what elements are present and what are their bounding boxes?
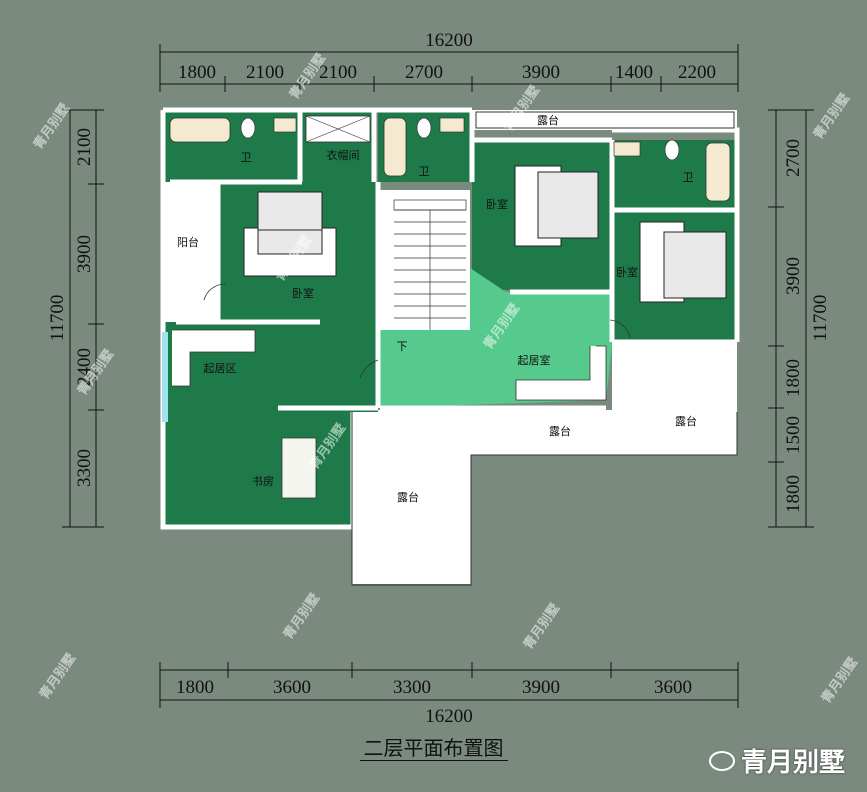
terrace-borders: [351, 111, 738, 586]
label-balcony: 阳台: [177, 235, 199, 249]
left-dim-3: 2400: [74, 348, 95, 386]
left-dim-2: 3900: [74, 235, 95, 273]
bathtub-1: [169, 117, 231, 143]
watermark-10: 青月别墅: [520, 601, 563, 653]
label-closet: 衣帽间: [327, 148, 360, 162]
right-dim-2: 3900: [783, 257, 804, 295]
label-bedroom-2: 卧室: [486, 197, 508, 211]
bottom-dim-2: 3600: [273, 677, 311, 698]
sofa-right: [515, 345, 607, 401]
bottom-dimensions: [159, 662, 739, 708]
door-arc-3: [609, 319, 631, 339]
watermark-9: 青月别墅: [280, 591, 323, 643]
left-total-dim: 11700: [47, 295, 68, 342]
label-terrace-middle: 露台: [549, 424, 571, 438]
bottom-dim-4: 3900: [522, 677, 560, 698]
left-dim-1: 2100: [74, 128, 95, 166]
top-dim-7: 2200: [678, 62, 716, 83]
label-lounge-area: 起居区: [204, 362, 237, 375]
right-dim-1: 2700: [783, 139, 804, 177]
label-bedroom-1: 卧室: [292, 286, 314, 300]
bottom-dim-5: 3600: [654, 677, 692, 698]
watermark-11: 青月别墅: [36, 651, 79, 703]
right-total-dim: 11700: [810, 295, 831, 342]
watermark-1: 青月别墅: [30, 101, 73, 153]
cutout-bg: [471, 455, 738, 585]
brand-name: 青月别墅: [740, 748, 845, 778]
sink-1: [273, 117, 297, 133]
label-terrace-top: 露台: [537, 113, 559, 127]
stair: [380, 190, 470, 330]
bed-2: [537, 171, 599, 239]
bathtub-2: [383, 117, 407, 177]
toilet-2: [416, 117, 432, 139]
left-dim-4: 3300: [74, 449, 95, 487]
stair-treads: [393, 199, 467, 330]
label-living-room: 起居室: [518, 353, 551, 367]
walls: [160, 107, 740, 530]
bed-3: [663, 231, 727, 299]
top-dim-4: 2700: [405, 62, 443, 83]
right-dim-4: 1500: [783, 416, 804, 454]
wechat-icon: [708, 750, 735, 771]
furniture: [169, 115, 731, 499]
plan-title-text: 二层平面布置图: [359, 736, 508, 761]
brand-badge: 青月别墅: [708, 742, 845, 779]
terrace-right-upper: [612, 340, 737, 412]
right-dim-5: 1800: [783, 475, 804, 513]
living-room-floor: [378, 268, 612, 408]
top-total-dim: 16200: [425, 30, 473, 51]
balcony-floor: [163, 182, 219, 322]
right-dim-3: 1800: [783, 359, 804, 397]
hall-floor: [300, 322, 378, 412]
left-dimensions: [62, 109, 104, 528]
label-stair-down: 下: [397, 340, 408, 353]
sink-3: [613, 141, 641, 157]
sink-2: [439, 117, 465, 133]
top-dim-2: 2100: [246, 62, 284, 83]
label-bath-3: 卫: [683, 171, 694, 184]
toilet-3: [664, 139, 680, 161]
watermark-12: 青月别墅: [818, 655, 861, 707]
bathtub-3: [705, 142, 731, 202]
toilet-1: [240, 117, 256, 139]
terrace-top: [472, 110, 737, 130]
door-arc-2: [203, 283, 227, 301]
label-study: 书房: [252, 475, 274, 488]
plan-title: 二层平面布置图: [0, 732, 867, 761]
building: [160, 107, 740, 586]
desk: [281, 437, 317, 499]
top-dimensions: [159, 44, 739, 92]
top-dim-3: 2100: [319, 62, 357, 83]
door-arc-1: [359, 359, 379, 379]
top-dim-1: 1800: [178, 62, 216, 83]
label-bedroom-3: 卧室: [616, 265, 638, 279]
bottom-dim-1: 1800: [176, 677, 214, 698]
sofa-left: [172, 329, 256, 387]
top-dim-5: 3900: [522, 62, 560, 83]
label-bath-1: 卫: [241, 151, 252, 164]
bottom-total-dim: 16200: [425, 706, 473, 727]
right-dimensions: [768, 109, 814, 528]
bed-1: [257, 191, 323, 255]
watermark-4: 青月别墅: [810, 91, 853, 143]
label-bath-2: 卫: [419, 165, 430, 178]
top-dim-6: 1400: [615, 62, 653, 83]
label-terrace-bottom: 露台: [397, 490, 419, 504]
glass-window: [162, 332, 168, 422]
label-terrace-right: 露台: [675, 414, 697, 428]
bottom-dim-3: 3300: [393, 677, 431, 698]
